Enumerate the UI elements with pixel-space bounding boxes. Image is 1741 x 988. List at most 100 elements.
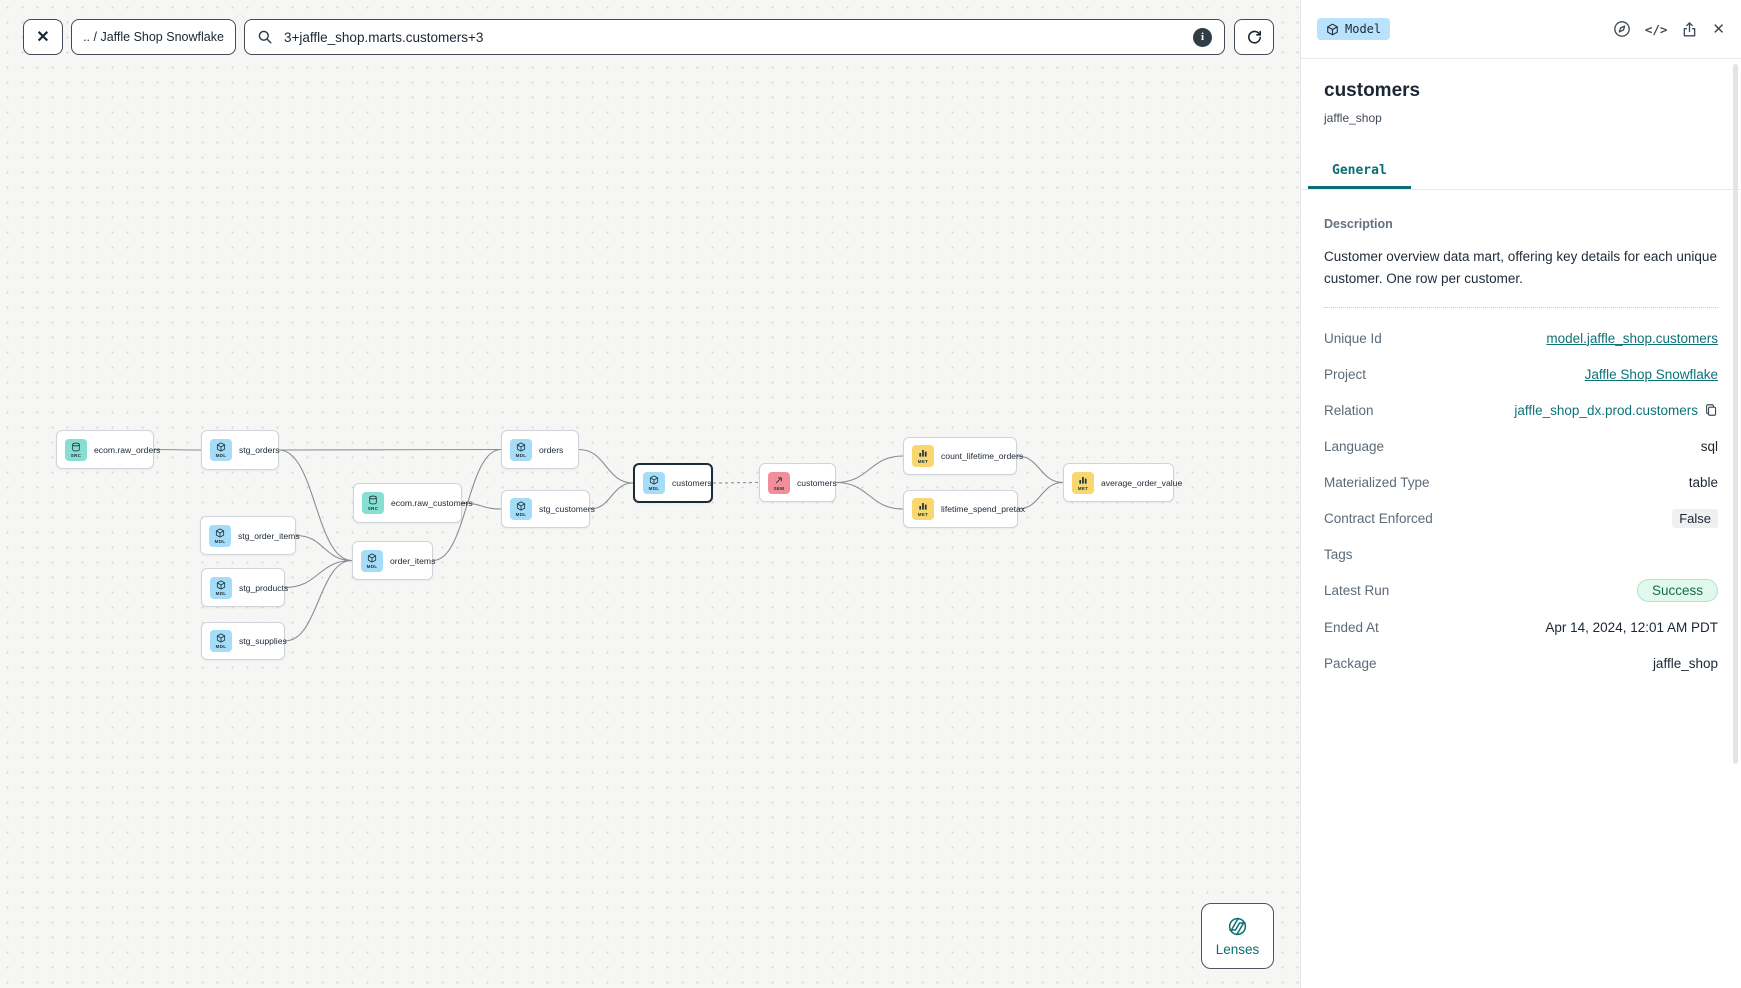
detail-row-project: Project Jaffle Shop Snowflake <box>1324 363 1718 385</box>
field-label: Materialized Type <box>1324 474 1430 490</box>
lenses-button[interactable]: Lenses <box>1201 903 1274 969</box>
edge-orders-to-customers <box>578 448 634 484</box>
close-lineage-button[interactable]: ✕ <box>23 19 63 55</box>
node-label: order_items <box>390 555 436 566</box>
field-label: Unique Id <box>1324 330 1382 346</box>
package-subtitle: jaffle_shop <box>1324 111 1382 125</box>
field-label: Ended At <box>1324 619 1379 635</box>
detail-row-contract-enforced: Contract Enforced False <box>1324 507 1718 529</box>
value-badge: False <box>1672 508 1718 528</box>
node-average-order-value[interactable]: MET average_order_value <box>1063 463 1182 502</box>
edge-ecom-raw-customers-to-stg-customers <box>461 502 502 510</box>
node-stg-order-items[interactable]: MDL stg_order_items <box>200 516 300 555</box>
detail-row-tags: Tags <box>1324 543 1718 565</box>
value-link[interactable]: model.jaffle_shop.customers <box>1546 330 1718 346</box>
edge-stg-supplies-to-order-items <box>284 559 353 642</box>
node-ecom-raw-customers[interactable]: SRC ecom.raw_customers <box>353 483 473 523</box>
field-label: Tags <box>1324 546 1353 562</box>
divider <box>1324 307 1718 308</box>
edge-ecom-raw-orders-to-stg-orders <box>153 448 202 451</box>
source-badge-icon: SRC <box>65 438 87 461</box>
edge-order-items-to-orders <box>432 448 502 562</box>
field-label: Package <box>1324 655 1377 671</box>
value-text: sql <box>1700 438 1718 454</box>
details-panel: Model </> ✕ customers jaffle_shop Genera… <box>1300 0 1741 988</box>
node-label: stg_orders <box>239 445 280 455</box>
detail-row-latest-run: Latest Run Success <box>1324 579 1718 602</box>
model-badge-icon: MDL <box>210 576 232 599</box>
model-badge-icon: MDL <box>643 472 665 494</box>
explore-compass-icon[interactable] <box>1612 19 1632 39</box>
model-badge-icon: MDL <box>210 439 232 461</box>
field-label: Contract Enforced <box>1324 510 1433 526</box>
breadcrumb-label: .. / Jaffle Shop Snowflake <box>83 30 224 44</box>
search-icon <box>257 29 273 45</box>
value-link[interactable]: jaffle_shop_dx.prod.customers <box>1514 402 1698 418</box>
lenses-label: Lenses <box>1215 941 1260 957</box>
field-label: Latest Run <box>1324 583 1390 598</box>
copy-icon[interactable] <box>1704 403 1718 417</box>
metric-badge-icon: MET <box>1072 471 1094 494</box>
model-badge-icon: MDL <box>209 524 231 547</box>
node-stg-supplies[interactable]: MDL stg_supplies <box>201 622 287 660</box>
edge-stg-products-to-order-items <box>284 559 353 589</box>
breadcrumb[interactable]: .. / Jaffle Shop Snowflake <box>71 19 236 55</box>
field-label: Project <box>1324 366 1367 382</box>
status-pill: Success <box>1636 579 1718 602</box>
code-icon[interactable]: </> <box>1644 21 1668 37</box>
node-stg-products[interactable]: MDL stg_products <box>201 568 289 607</box>
node-label: stg_order_items <box>238 530 300 541</box>
tab-general[interactable]: General <box>1308 154 1411 189</box>
refresh-button[interactable] <box>1234 19 1274 55</box>
close-icon: ✕ <box>36 29 50 46</box>
node-label: stg_supplies <box>239 636 287 646</box>
node-label: ecom.raw_orders <box>94 444 161 455</box>
detail-row-unique-id: Unique Id model.jaffle_shop.customers <box>1324 327 1718 349</box>
edge-stg-orders-to-order-items <box>278 449 353 562</box>
detail-row-relation: Relation jaffle_shop_dx.prod.customers <box>1324 399 1718 421</box>
value-text: Apr 14, 2024, 12:01 AM PDT <box>1545 619 1718 635</box>
edge-stg-orders-to-orders <box>278 448 502 451</box>
node-label: stg_customers <box>539 504 595 514</box>
resource-type-badge: Model <box>1317 18 1391 40</box>
edge-stg-order-items-to-order-items <box>295 534 353 562</box>
node-label: average_order_value <box>1101 477 1183 488</box>
model-badge-icon: MDL <box>510 438 532 461</box>
model-badge-icon: MDL <box>210 630 232 652</box>
lenses-icon <box>1227 916 1248 937</box>
node-stg-orders[interactable]: MDL stg_orders <box>201 430 280 470</box>
panel-scrollbar[interactable] <box>1733 64 1738 764</box>
description-label: Description <box>1324 217 1393 231</box>
field-label: Relation <box>1324 402 1374 418</box>
value-link[interactable]: Jaffle Shop Snowflake <box>1584 366 1718 382</box>
description-text: Customer overview data mart, offering ke… <box>1324 249 1717 286</box>
node-ecom-raw-orders[interactable]: SRC ecom.raw_orders <box>56 430 160 469</box>
edge-count-lifetime-orders-to-average-order-value <box>1016 455 1064 484</box>
info-icon[interactable]: i <box>1193 27 1212 47</box>
resource-type-label: Model <box>1345 22 1382 36</box>
details-panel-header: Model </> ✕ <box>1301 0 1741 59</box>
node-label: stg_products <box>239 582 289 593</box>
panel-tabs: General <box>1301 154 1741 190</box>
node-label: ecom.raw_customers <box>391 498 473 508</box>
metric-badge-icon: MET <box>912 445 934 467</box>
edge-stg-customers-to-customers <box>589 482 634 510</box>
cube-icon <box>1326 23 1339 36</box>
close-panel-icon[interactable]: ✕ <box>1712 21 1725 38</box>
detail-row-ended-at: Ended At Apr 14, 2024, 12:01 AM PDT <box>1324 616 1718 638</box>
share-icon[interactable] <box>1680 20 1699 39</box>
search-input[interactable] <box>282 28 1184 46</box>
lineage-search: i <box>244 19 1225 55</box>
source-badge-icon: SRC <box>362 492 384 514</box>
edge-customers-sem-to-lifetime-spend-pretax <box>835 481 904 510</box>
